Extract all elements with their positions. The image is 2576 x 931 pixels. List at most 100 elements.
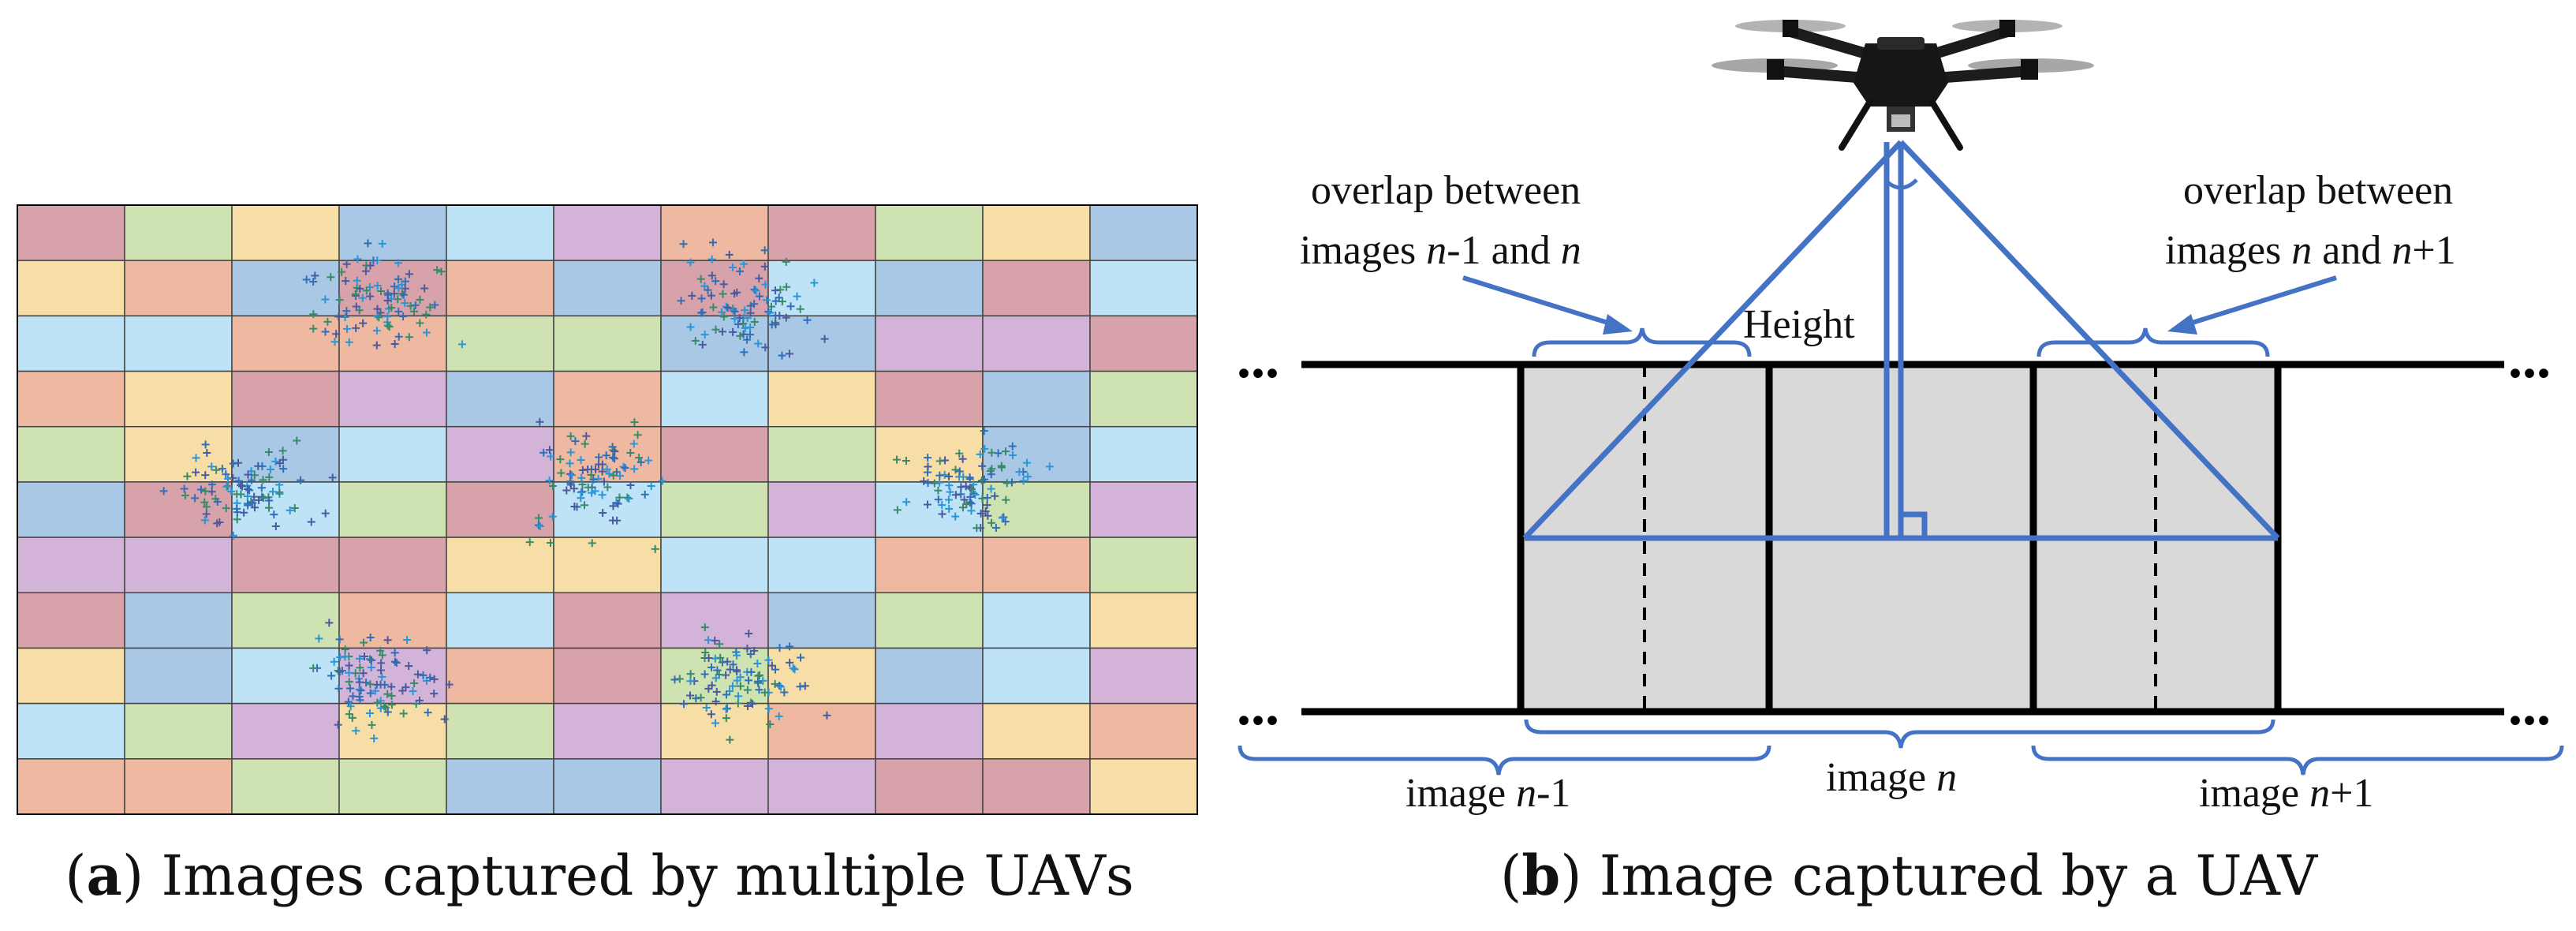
scatter-point — [945, 472, 954, 480]
grid-cell — [982, 315, 1091, 372]
scatter-point — [334, 684, 343, 693]
grid-cell — [446, 647, 554, 705]
scatter-point — [422, 310, 431, 319]
scatter-point — [707, 291, 715, 300]
scatter-point — [679, 240, 688, 249]
scatter-point — [406, 301, 415, 310]
scatter-point — [625, 495, 633, 503]
scatter-point — [962, 500, 971, 509]
grid-cell — [767, 481, 876, 538]
scatter-point — [293, 436, 301, 445]
scatter-point — [321, 327, 330, 336]
grid-cell — [17, 204, 125, 261]
scatter-point — [960, 495, 969, 504]
scatter-point — [309, 664, 318, 672]
scatter-point — [355, 678, 364, 686]
scatter-point — [215, 518, 224, 527]
scatter-point — [924, 454, 932, 462]
scatter-point — [360, 652, 369, 660]
scatter-point — [245, 486, 254, 495]
scatter-point — [368, 656, 376, 664]
bottom-braces — [1238, 719, 2564, 776]
grid-cell — [660, 315, 769, 372]
scatter-point — [270, 510, 278, 519]
grid-cell — [1089, 758, 1198, 815]
scatter-point — [258, 462, 267, 470]
scatter-point — [700, 623, 709, 632]
grid-cell — [553, 592, 662, 649]
scatter-point — [766, 720, 775, 728]
motor — [1783, 20, 1798, 37]
scatter-point — [372, 327, 381, 335]
scatter-point — [234, 477, 243, 485]
scatter-point — [352, 727, 360, 735]
scatter-point — [733, 651, 741, 660]
scatter-point — [222, 482, 231, 491]
scatter-point — [696, 275, 705, 283]
scatter-point — [902, 457, 910, 466]
scatter-point — [959, 473, 968, 481]
scatter-point — [728, 263, 737, 271]
grid-cell — [124, 702, 233, 760]
text-part: +1 — [2412, 228, 2455, 273]
scatter-point — [991, 523, 1000, 532]
scatter-point — [409, 686, 417, 695]
scatter-point — [588, 488, 596, 497]
scatter-point — [568, 471, 577, 480]
right-angle-mark — [1901, 511, 1928, 538]
scatter-point — [433, 266, 442, 275]
drone-body — [1854, 43, 1948, 107]
scatter-point — [370, 734, 379, 742]
text-part: n — [1516, 771, 1536, 816]
scatter-point — [712, 687, 721, 696]
scatter-point — [355, 654, 364, 663]
scatter-point — [229, 459, 237, 468]
scatter-point — [810, 279, 819, 287]
grid-cell — [338, 425, 447, 483]
scatter-point — [803, 316, 812, 324]
scatter-point — [238, 482, 247, 491]
grid-cell — [553, 204, 662, 261]
scatter-point — [938, 510, 946, 518]
scatter-point — [244, 470, 252, 479]
grid-cell — [875, 370, 984, 428]
scatter-point — [200, 498, 209, 507]
scatter-point — [405, 270, 413, 279]
text-part: n — [2291, 228, 2312, 273]
scatter-point — [778, 351, 786, 360]
scatter-point — [697, 308, 706, 317]
scatter-point — [343, 324, 352, 333]
scatter-point — [775, 311, 784, 320]
scatter-point — [327, 273, 335, 282]
grid-cell — [231, 537, 340, 594]
scatter-point — [580, 501, 588, 510]
grid-cell — [231, 370, 340, 428]
scatter-point — [201, 471, 210, 480]
scatter-point — [775, 644, 784, 652]
caption-b: (b) Image captured by a UAV — [1499, 843, 2318, 908]
scatter-point — [946, 488, 954, 496]
grid-cell — [124, 758, 233, 815]
grid-cell — [17, 425, 125, 483]
text-part: images — [1300, 228, 1426, 273]
scatter-point — [338, 267, 346, 276]
scatter-point — [401, 299, 409, 308]
scatter-point — [330, 338, 339, 346]
scatter-point — [686, 323, 695, 331]
scatter-point — [707, 271, 716, 280]
scatter-point — [566, 459, 574, 468]
scatter-point — [366, 655, 375, 664]
scatter-point — [740, 348, 749, 357]
scatter-point — [935, 457, 944, 466]
scatter-point — [202, 510, 211, 518]
scatter-point — [243, 499, 252, 508]
scatter-point — [711, 277, 720, 286]
scatter-point — [218, 465, 226, 473]
scatter-point — [383, 636, 392, 645]
scatter-point — [366, 261, 375, 270]
scatter-point — [743, 314, 752, 323]
scatter-point — [359, 669, 368, 678]
scatter-point — [734, 699, 742, 708]
scatter-point — [951, 512, 960, 521]
